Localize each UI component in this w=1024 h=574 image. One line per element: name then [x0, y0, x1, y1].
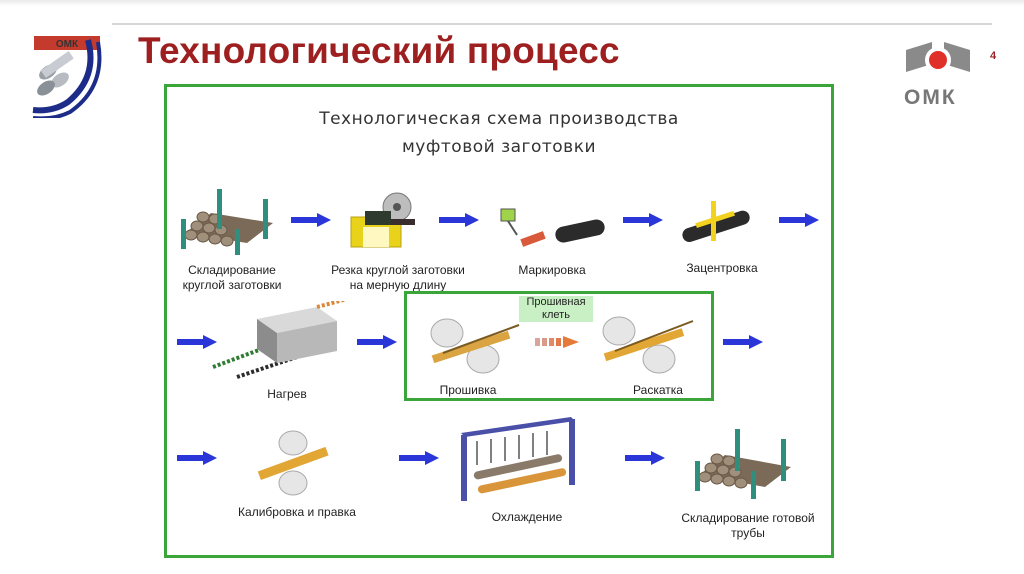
transfer-arrow-icon [533, 335, 581, 349]
diagram-title-line2: муфтовой заготовки [167, 133, 831, 161]
slide-title: Технологический процесс [138, 30, 620, 72]
step-centering-label: Зацентровка [667, 261, 777, 276]
piercing-rolls-icon [423, 313, 523, 377]
piercing-stand-label: Прошивная клеть [519, 296, 593, 322]
calibration-rolls-icon [253, 427, 333, 501]
step-piercing-label: Прошивка [423, 383, 513, 398]
arrow-right-icon [357, 335, 397, 349]
step-cooling-label: Охлаждение [467, 510, 587, 525]
arrow-right-icon [399, 451, 439, 465]
step-rolling-label: Раскатка [613, 383, 703, 398]
arrow-right-icon [291, 213, 331, 227]
arrow-right-icon [439, 213, 479, 227]
cooling-bed-icon [457, 413, 587, 507]
round-billet-stack-icon [177, 183, 277, 257]
pipe-stack-icon [691, 423, 797, 501]
diagram-title-line1: Технологическая схема производства [167, 105, 831, 133]
step-cutting-label: Резка круглой заготовки на мерную длину [313, 263, 483, 293]
step-marking-label: Маркировка [497, 263, 607, 278]
step-heating-label: Нагрев [237, 387, 337, 402]
omk-brand-text: ОМК [904, 86, 957, 110]
arrow-right-icon [625, 451, 665, 465]
omk-pipes-logo-left: ОМК [28, 32, 106, 118]
rolling-rolls-icon [593, 309, 697, 377]
arrow-right-icon [779, 213, 819, 227]
cutting-saw-icon [343, 189, 417, 253]
heating-furnace-icon [207, 301, 357, 381]
marking-icon [497, 205, 607, 251]
header-divider [112, 23, 992, 25]
arrow-right-icon [177, 451, 217, 465]
step-storage-pipe-label: Складирование готовой трубы [673, 511, 823, 541]
arrow-right-icon [177, 335, 217, 349]
arrow-right-icon [723, 335, 763, 349]
diagram-frame: Технологическая схема производства муфто… [164, 84, 834, 558]
logo-left-caption: ОМК [56, 39, 79, 50]
slide-number: 4 [990, 50, 996, 62]
centering-icon [677, 195, 757, 251]
step-storage-round-label: Складирование круглой заготовки [167, 263, 297, 293]
arrow-right-icon [623, 213, 663, 227]
step-calibration-label: Калибровка и правка [227, 505, 367, 520]
top-bar [0, 0, 1024, 6]
diagram-title: Технологическая схема производства муфто… [167, 105, 831, 161]
